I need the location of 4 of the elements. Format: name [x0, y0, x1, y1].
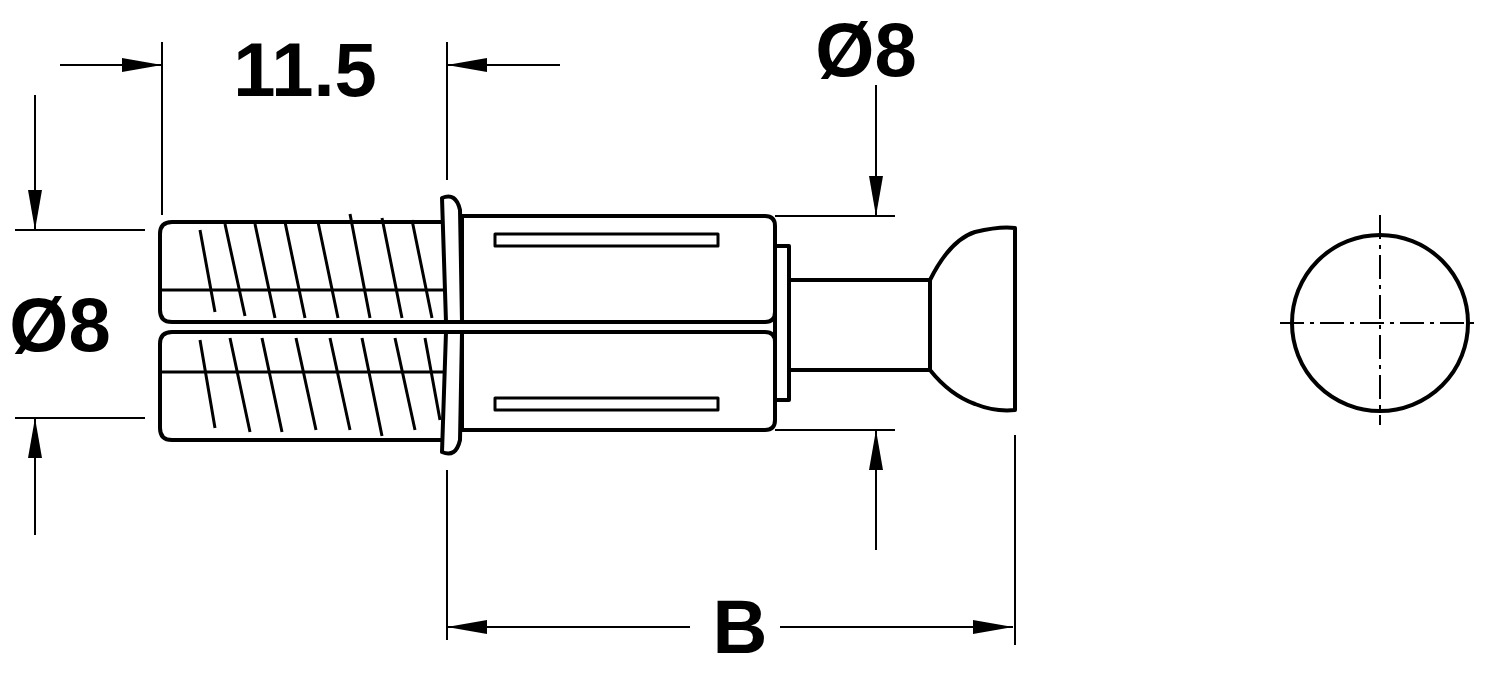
dimension-value: 11.5: [233, 32, 377, 108]
dimension-value: B: [712, 589, 768, 665]
dimension-value: Ø8: [815, 12, 917, 88]
dimension-value: Ø8: [9, 287, 111, 363]
